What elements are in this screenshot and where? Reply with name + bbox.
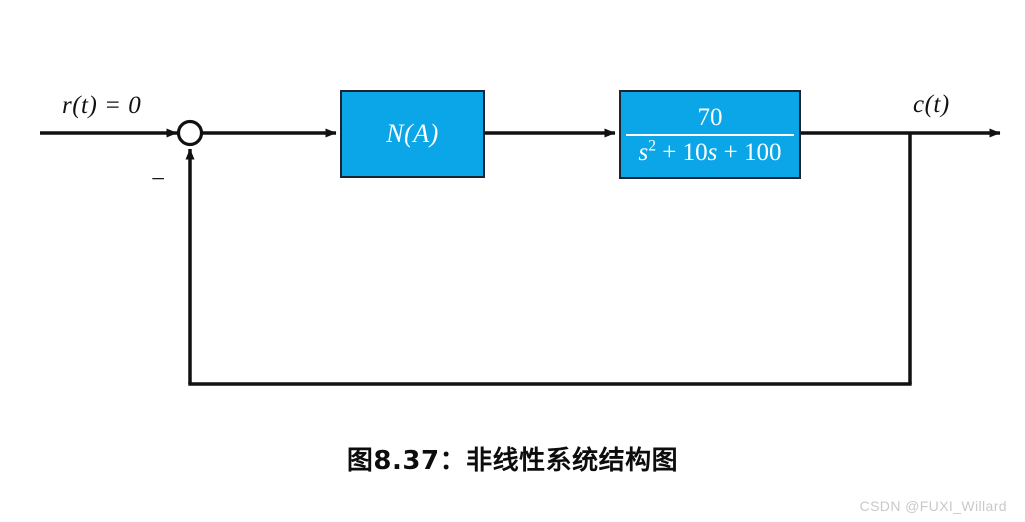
- fraction-bar: [626, 133, 794, 136]
- watermark: CSDN @FUXI_Willard: [859, 498, 1007, 514]
- nonlinearity-block-label: N(A): [386, 119, 439, 148]
- denominator-variable-s2: s: [707, 138, 718, 166]
- input-signal-label: r(t) = 0: [62, 92, 142, 119]
- output-signal-label: c(t): [913, 91, 950, 118]
- denominator-variable-s1: s: [638, 138, 649, 166]
- summing-junction-circle: [176, 119, 204, 147]
- feedback-minus-sign: −: [151, 166, 166, 193]
- figure-caption: 图8.37：非线性系统结构图: [346, 446, 679, 476]
- transfer-function-numerator: 70: [697, 103, 723, 131]
- transfer-function-block[interactable]: 70 s2 + 10s + 100: [619, 90, 801, 179]
- transfer-function-denominator: s2 + 10s + 100: [639, 138, 782, 166]
- nonlinearity-block[interactable]: N(A): [340, 90, 485, 178]
- denominator-exponent: 2: [648, 137, 657, 155]
- denominator-middle-term: + 10: [656, 138, 708, 166]
- denominator-constant-term: + 100: [717, 138, 782, 166]
- transfer-function-fraction: 70 s2 + 10s + 100: [626, 103, 794, 166]
